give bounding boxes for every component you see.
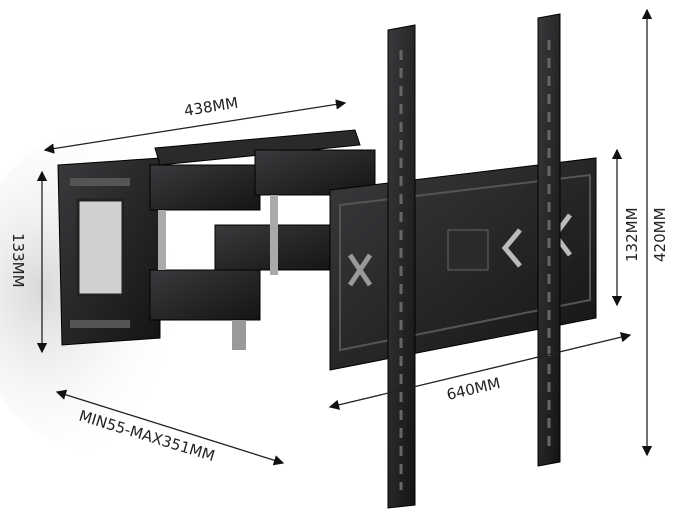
arm-length-arrow (43, 99, 347, 154)
extension-arrow (55, 389, 285, 466)
wall-plate (57, 157, 161, 346)
rail-height-label: 420MM (651, 207, 669, 262)
tv-plate-width-label: 640MM (445, 374, 502, 404)
wall-plate-height-label: 133MM (9, 233, 27, 288)
tv-plate-height-label: 132MM (623, 207, 641, 262)
tv-plate-width-arrow (328, 332, 632, 410)
arm-length-label: 438MM (183, 94, 240, 120)
